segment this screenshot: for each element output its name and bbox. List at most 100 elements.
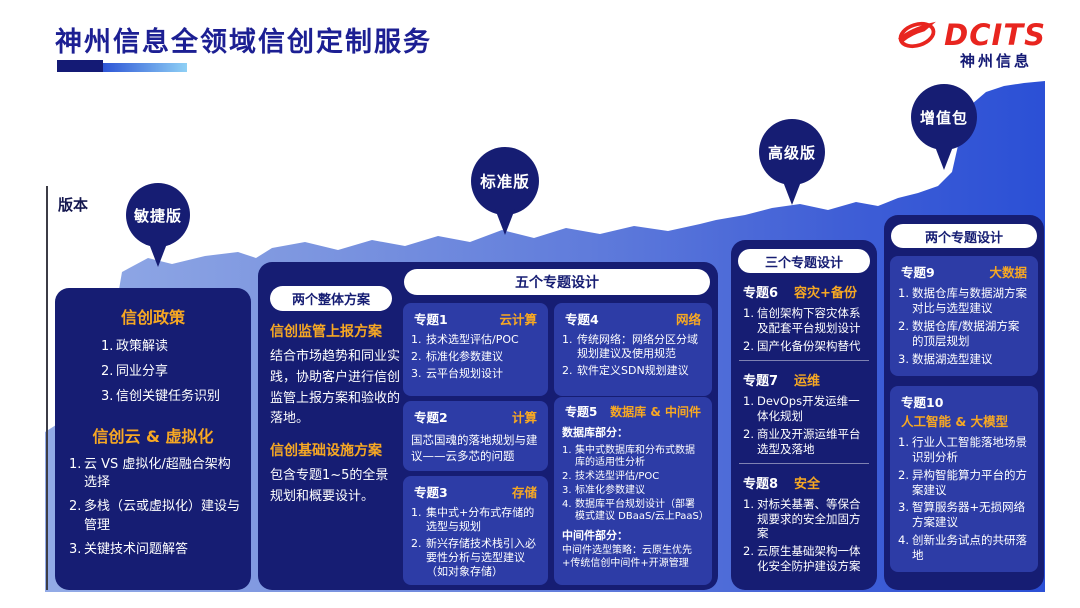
list-item: DevOps开发运维一体化规划: [743, 393, 860, 423]
topic-name: 运维: [794, 373, 821, 389]
topic3-list: 集中式+分布式存储的选型与规划 新兴存储技术栈引入必要性分析与选型建议（如对象存…: [411, 506, 540, 579]
agile-policy-heading: 信创政策: [120, 308, 185, 327]
list-item: 集中式数据库和分布式数据库的适用性分析: [562, 445, 695, 468]
logo-brand-text: DCITS: [944, 18, 1046, 52]
list-item: 云平台规划设计: [411, 367, 503, 381]
topic-id: 专题6: [743, 286, 779, 301]
list-item: 创新业务试点的共研落地: [898, 533, 1027, 563]
pin-tail: [148, 241, 168, 267]
pin-tail: [782, 179, 802, 205]
topic-id: 专题2: [414, 410, 448, 425]
topic-id: 专题9: [901, 265, 935, 280]
list-item: 信创关键任务识别: [101, 388, 221, 407]
pin-advanced-version: 高级版: [759, 119, 825, 205]
list-item: 技术选型评估/POC: [411, 333, 519, 347]
topic9-list: 数据仓库与数据湖方案对比与选型建议 数据仓库/数据湖方案的顶层规划 数据湖选型建…: [898, 286, 1030, 367]
agile-cloud-heading: 信创云 & 虚拟化: [92, 426, 214, 446]
topic-name: 容灾+备份: [794, 286, 857, 301]
pin-tail: [934, 144, 954, 170]
list-item: 数据库平台规划设计（部署模式建议 DBaaS/云上PaaS）: [562, 499, 709, 522]
topic5-database-middleware-card: 专题5 数据库 & 中间件 数据库部分： 集中式数据库和分布式数据库的适用性分析…: [554, 397, 712, 585]
pin-agile-version: 敏捷版: [126, 183, 190, 267]
topic6-list: 信创架构下容灾体系及配套平台规划设计 国产化备份架构替代: [731, 306, 877, 354]
topic-name: 存储: [511, 485, 537, 500]
topic3-storage-card: 专题3 存储 集中式+分布式存储的选型与规划 新兴存储技术栈引入必要性分析与选型…: [403, 476, 548, 585]
database-sub-label: 数据库部分：: [562, 426, 628, 439]
topic1-cloud-card: 专题1 云计算 技术选型评估/POC 标准化参数建议 云平台规划设计: [403, 303, 548, 396]
topic4-list: 传统网络：网络分区分域规划建议及使用规范 软件定义SDN规划建议: [562, 333, 704, 378]
topic-id: 专题5: [565, 405, 598, 419]
list-item: 国产化备份架构替代: [743, 338, 861, 354]
topic-name: 人工智能 & 大模型: [901, 413, 1009, 429]
list-item: 软件定义SDN规划建议: [562, 364, 689, 378]
three-topics-pill: 三个专题设计: [738, 249, 870, 273]
middleware-body: 中间件选型策略：云原生优先+传统信创中间件+开源管理: [562, 545, 692, 569]
pin-advanced-label: 高级版: [759, 119, 825, 185]
list-item: 技术选型评估/POC: [562, 471, 660, 483]
list-item: 集中式+分布式存储的选型与规划: [411, 506, 535, 534]
addon-column: 两个专题设计 专题9 大数据 数据仓库与数据湖方案对比与选型建议 数据仓库/数据…: [884, 215, 1044, 590]
topic-name: 计算: [511, 410, 537, 425]
five-topics-pill: 五个专题设计: [404, 269, 710, 295]
list-item: 商业及开源运维平台选型及落地: [743, 426, 861, 456]
overall-plans-pill: 两个整体方案: [270, 286, 392, 311]
topic8-header: 专题8 安全: [731, 473, 877, 492]
topic6-header: 专题6 容灾+备份: [731, 282, 877, 301]
topic-name: 大数据: [989, 265, 1027, 280]
pin-addon-package: 增值包: [911, 84, 977, 170]
axis-label-version: 版本: [58, 196, 89, 214]
logo-company-text: 神州信息: [959, 52, 1032, 70]
list-item: 传统网络：网络分区分域规划建议及使用规范: [562, 333, 698, 361]
title-underline-dark: [57, 60, 103, 72]
list-item: 异构智能算力平台的方案建议: [898, 467, 1027, 497]
agile-column: 信创政策 政策解读 同业分享 信创关键任务识别 信创云 & 虚拟化 云 VS 虚…: [55, 288, 251, 590]
topic9-bigdata-card: 专题9 大数据 数据仓库与数据湖方案对比与选型建议 数据仓库/数据湖方案的顶层规…: [890, 256, 1038, 376]
list-item: 标准化参数建议: [411, 350, 503, 364]
topic10-ai-card: 专题10 人工智能 & 大模型 行业人工智能落地场景识别分析 异构智能算力平台的…: [890, 385, 1038, 573]
list-item: 多栈（云或虚拟化）建设与管理: [69, 498, 241, 534]
list-item: 标准化参数建议: [562, 485, 645, 497]
topic-id: 专题3: [414, 485, 448, 500]
list-item: 同业分享: [101, 363, 169, 382]
topic2-body: 国芯国魂的落地规划与建议——云多芯的问题: [411, 433, 538, 464]
list-item: 信创架构下容灾体系及配套平台规划设计: [743, 306, 861, 335]
list-item: 云 VS 虚拟化/超融合架构选择: [69, 456, 231, 491]
agile-cloud-list: 云 VS 虚拟化/超融合架构选择 多栈（云或虚拟化）建设与管理 关键技术问题解答: [69, 456, 241, 560]
axis-line: [46, 186, 48, 590]
company-logo: DCITS 神州信息: [882, 18, 1046, 71]
topic-id: 专题1: [414, 312, 448, 327]
standard-column: 两个整体方案 信创监管上报方案 结合市场趋势和同业实践，协助客户进行信创监管上报…: [258, 262, 718, 590]
list-item: 对标关基署、等保合规要求的安全加固方案: [743, 496, 861, 541]
regulatory-plan-heading: 信创监管上报方案: [270, 324, 382, 340]
list-item: 数据湖选型建议: [898, 351, 993, 367]
pin-addon-label: 增值包: [911, 84, 977, 150]
topic1-list: 技术选型评估/POC 标准化参数建议 云平台规划设计: [411, 333, 540, 381]
topic10-list: 行业人工智能落地场景识别分析 异构智能算力平台的方案建议 智算服务器+无损网络方…: [898, 435, 1030, 564]
pin-agile-label: 敏捷版: [126, 183, 190, 247]
topic7-list: DevOps开发运维一体化规划 商业及开源运维平台选型及落地: [731, 394, 877, 457]
topic-id: 专题8: [743, 476, 779, 492]
list-item: 政策解读: [101, 338, 169, 357]
infrastructure-plan-body: 包含专题1~5的全景规划和概要设计。: [270, 468, 389, 504]
page-title: 神州信息全领域信创定制服务: [55, 27, 432, 58]
topic-id: 专题10: [901, 394, 944, 410]
topic4-network-card: 专题4 网络 传统网络：网络分区分域规划建议及使用规范 软件定义SDN规划建议: [554, 303, 712, 396]
section-divider: [739, 462, 869, 464]
agile-policy-list: 政策解读 同业分享 信创关键任务识别: [101, 338, 251, 407]
topic8-list: 对标关基署、等保合规要求的安全加固方案 云原生基础架构一体化安全防护建设方案: [731, 497, 877, 575]
regulatory-plan-body: 结合市场趋势和同业实践，协助客户进行信创监管上报方案和验收的落地。: [270, 349, 401, 427]
list-item: 新兴存储技术栈引入必要性分析与选型建议（如对象存储）: [411, 537, 536, 579]
pin-standard-label: 标准版: [471, 147, 539, 215]
list-item: 数据仓库与数据湖方案对比与选型建议: [898, 286, 1027, 315]
list-item: 云原生基础架构一体化安全防护建设方案: [743, 544, 861, 574]
topic5-database-list: 集中式数据库和分布式数据库的适用性分析 技术选型评估/POC 标准化参数建议 数…: [562, 445, 709, 523]
topic-id: 专题4: [565, 312, 599, 327]
advanced-column: 三个专题设计 专题6 容灾+备份 信创架构下容灾体系及配套平台规划设计 国产化备…: [731, 240, 877, 590]
topic-name: 云计算: [499, 312, 537, 327]
infrastructure-plan-heading: 信创基础设施方案: [270, 443, 382, 460]
topic-id: 专题7: [743, 373, 779, 389]
topic-name: 数据库 & 中间件: [610, 405, 701, 419]
title-underline-gradient: [103, 63, 187, 72]
pin-tail: [495, 209, 515, 235]
